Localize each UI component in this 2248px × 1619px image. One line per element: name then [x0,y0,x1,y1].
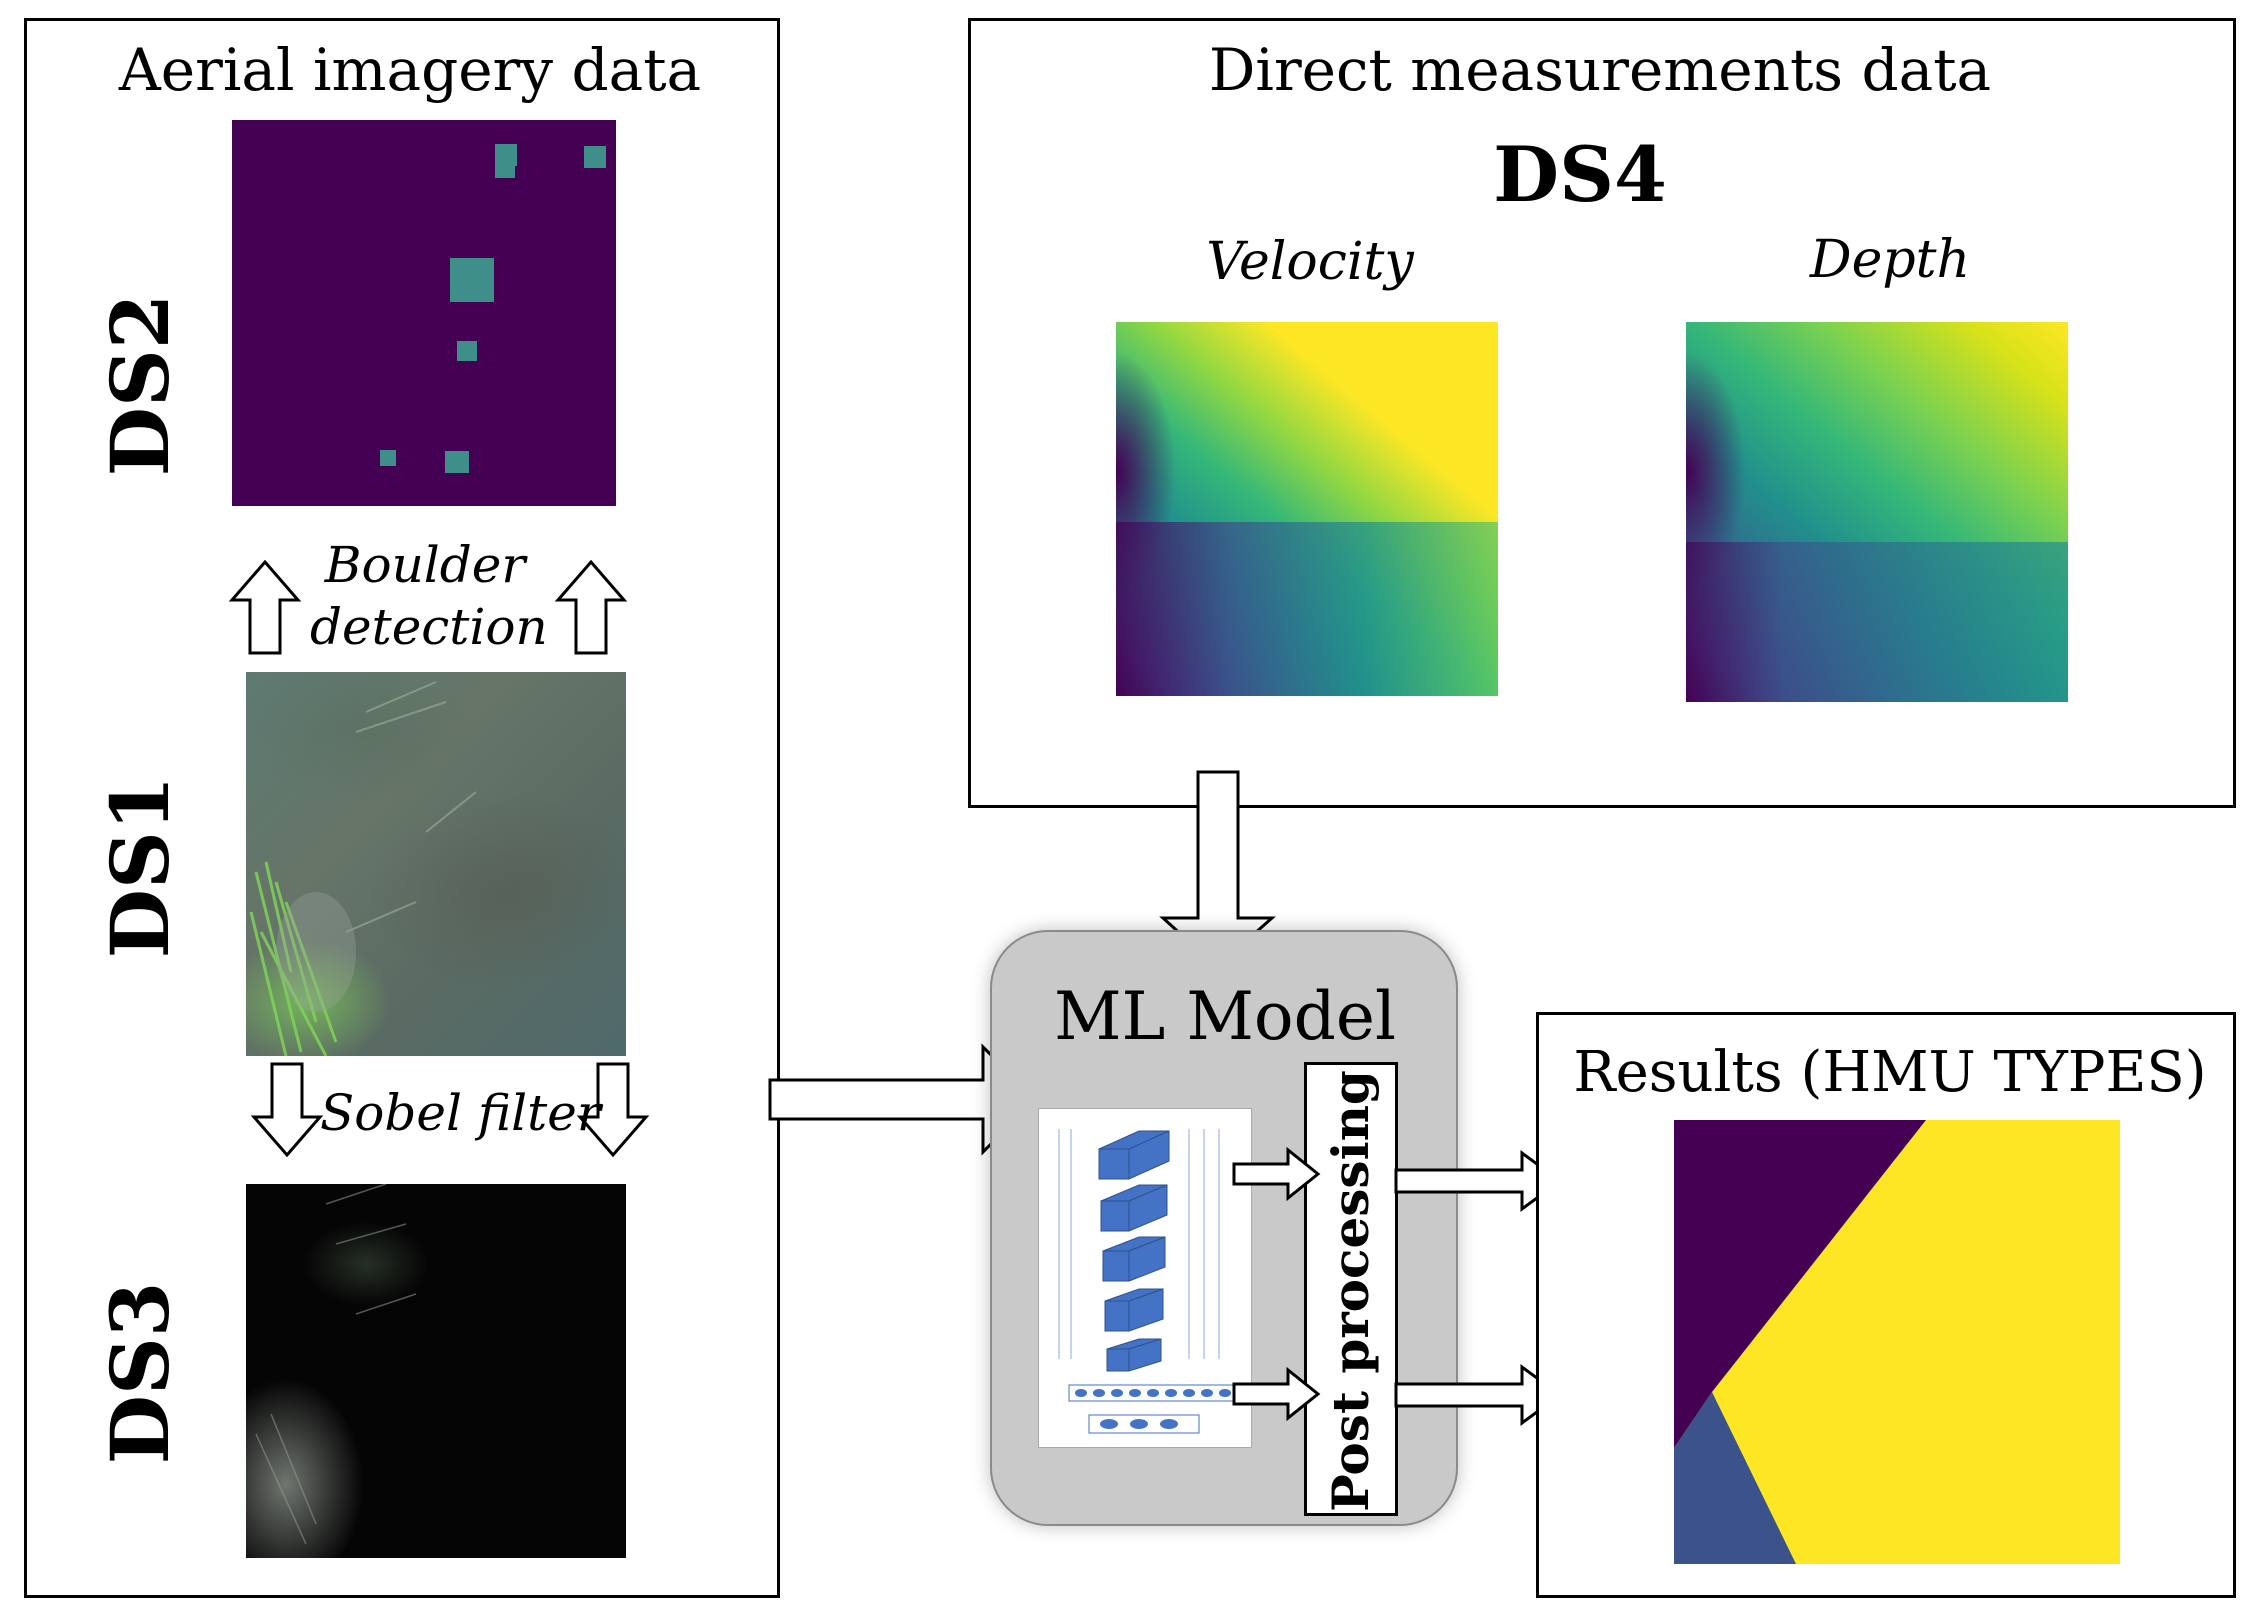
grass-strokes [249,681,477,1056]
velocity-field-image [1116,322,1498,696]
ds1-label: DS1 [93,775,187,959]
velocity-lower-gradient [1116,522,1498,696]
right-arrow-icon [1232,1146,1321,1202]
boulder-square [380,450,396,466]
boulder-detection-label-line1: Boulder [324,536,526,594]
post-processing-label: Post processing [1321,1070,1380,1512]
results-title: Results (HMU TYPES) [1573,1040,2207,1105]
depth-field-image [1686,322,2068,702]
right-arrow-icon [1232,1366,1321,1422]
cnn-layers [1058,1129,1240,1434]
boulder-square [457,341,477,361]
ds3-sobel-image [246,1184,626,1558]
down-arrow-icon [250,1062,324,1158]
boulder-square [495,158,515,178]
aerial-imagery-title: Aerial imagery data [118,36,702,104]
down-arrow-icon [576,1062,650,1158]
ds3-label: DS3 [93,1281,187,1465]
boulder-detection-label-line2: detection [310,598,548,656]
hmu-types-map [1674,1120,2120,1564]
boulder-square [445,451,469,473]
up-arrow-icon [228,559,302,655]
edge-strokes [255,1184,417,1545]
cnn-architecture-diagram [1038,1108,1252,1448]
boulder-square [584,146,606,168]
ds2-label: DS2 [93,293,187,477]
boulder-square [450,258,494,302]
ds1-aerial-photo [246,672,626,1056]
sobel-filter-label: Sobel filter [320,1084,601,1142]
velocity-label: Velocity [1206,232,1414,292]
post-processing-box [1304,1062,1398,1516]
up-arrow-icon [554,559,628,655]
depth-label: Depth [1809,230,1971,290]
hmu-region-blue [1674,1392,1796,1564]
ds4-label: DS4 [1493,130,1667,219]
ds2-boulder-mask-image [232,120,616,506]
ml-model-title: ML Model [1053,978,1397,1055]
hmu-region-purple [1674,1120,1926,1448]
direct-measurements-title: Direct measurements data [1208,36,1992,104]
depth-lower-gradient [1686,542,2068,702]
